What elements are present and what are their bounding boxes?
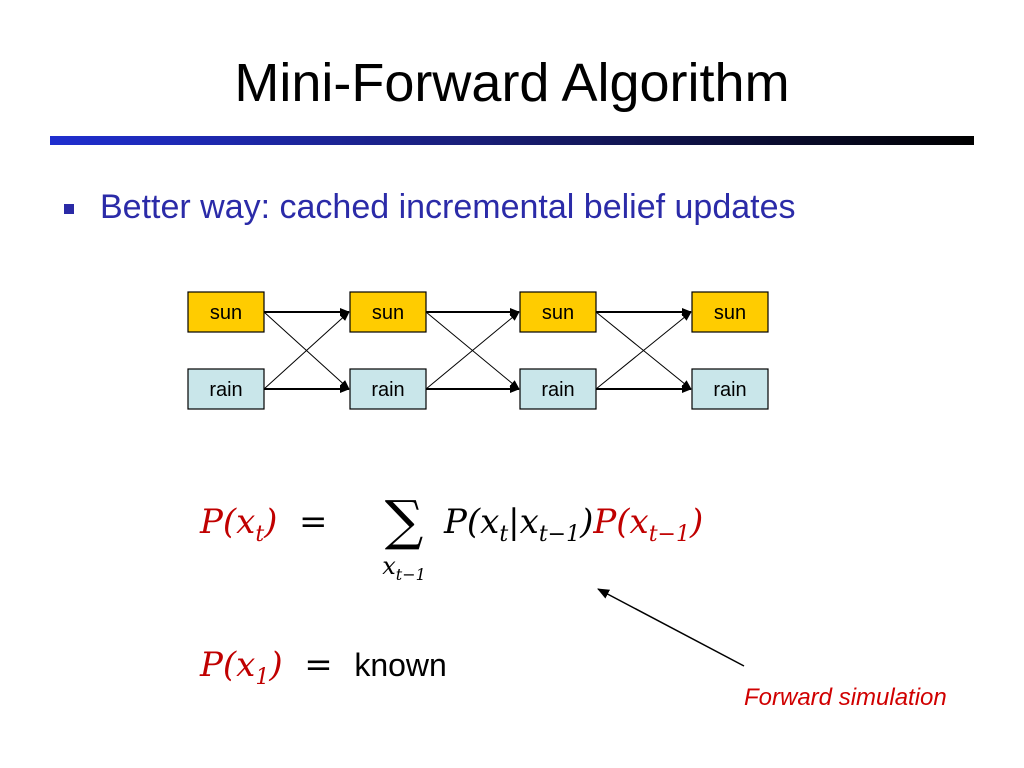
rain-node: rain — [187, 368, 265, 410]
equals-sign: = — [293, 645, 344, 685]
transition-term: P(xt|xt−1) — [444, 502, 594, 547]
sun-label: sun — [542, 302, 574, 324]
rain-label: rain — [209, 379, 242, 401]
rain-label: rain — [541, 379, 574, 401]
rain-to-sun-edge — [263, 311, 350, 390]
prior-belief-term: P(xt−1) — [593, 502, 704, 547]
title-divider — [50, 136, 974, 145]
base-case-equation: P(x1) = known — [200, 645, 447, 690]
sun-node: sun — [349, 291, 427, 333]
sigma-symbol: ∑ — [384, 489, 424, 552]
summation: ∑ xt−1 — [364, 489, 444, 585]
known-label: known — [354, 647, 447, 683]
sun-node: sun — [691, 291, 769, 333]
slide-title: Mini-Forward Algorithm — [234, 53, 790, 113]
sum-index: xt−1 — [382, 552, 426, 584]
sun-node: sun — [187, 291, 265, 333]
equals-sign: = — [288, 502, 328, 542]
sun-label: sun — [714, 302, 746, 324]
rain-node: rain — [349, 368, 427, 410]
square-bullet-icon — [64, 204, 74, 214]
recursion-equation-rhs: P(xt|xt−1)P(xt−1) — [444, 502, 703, 547]
initial-belief-term: P(x1) — [200, 645, 283, 690]
recursion-equation-lhs: P(xt) = — [200, 502, 328, 547]
rain-node: rain — [519, 368, 597, 410]
belief-term: P(xt) — [200, 502, 278, 547]
sun-label: sun — [210, 302, 242, 324]
bullet-text: Better way: cached incremental belief up… — [100, 188, 796, 226]
sun-label: sun — [372, 302, 404, 324]
rain-to-sun-edge — [425, 311, 520, 390]
sun-node: sun — [519, 291, 597, 333]
rain-label: rain — [713, 379, 746, 401]
rain-to-sun-edge — [595, 311, 692, 390]
rain-node: rain — [691, 368, 769, 410]
forward-simulation-label: Forward simulation — [744, 684, 947, 711]
rain-label: rain — [371, 379, 404, 401]
